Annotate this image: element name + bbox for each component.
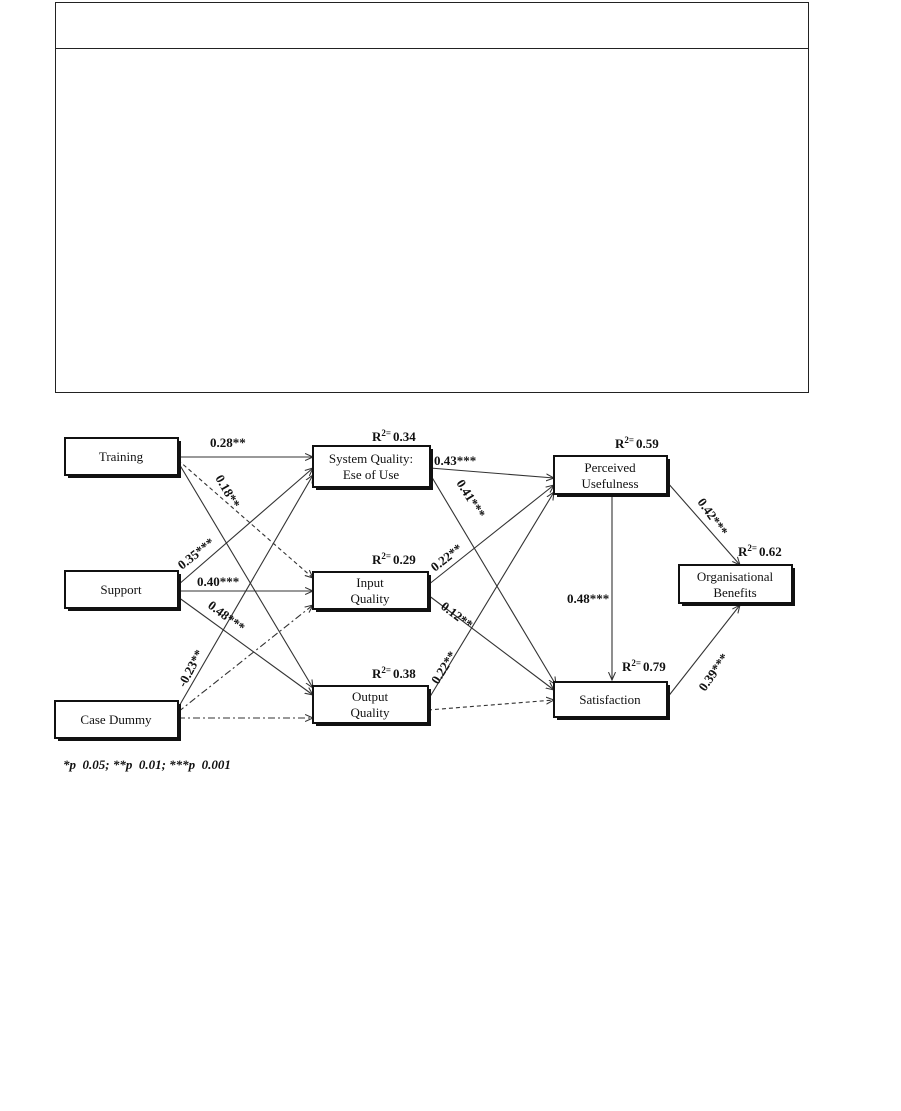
label-sysq-sat: 0.41*** bbox=[453, 477, 488, 521]
edge-output-sat bbox=[427, 700, 554, 711]
node-support: Support bbox=[64, 570, 181, 611]
node-organisational-benefits: Organisational Benefits bbox=[678, 564, 795, 606]
label-support-sysq: 0.35*** bbox=[175, 535, 218, 573]
label-sat-ob: 0.39*** bbox=[695, 651, 732, 694]
edge-input-sat bbox=[427, 594, 554, 690]
edge-sat-ob bbox=[666, 605, 740, 699]
label-support-input: 0.40*** bbox=[197, 574, 239, 589]
label-pu-ob: 0.42*** bbox=[695, 495, 732, 538]
node-output-quality-label-1: Output bbox=[352, 689, 389, 704]
edges bbox=[177, 457, 740, 718]
node-case-dummy: Case Dummy bbox=[54, 700, 181, 741]
node-perceived-usefulness-label-1: Perceived bbox=[584, 460, 636, 475]
node-output-quality-label-2: Quality bbox=[351, 705, 390, 720]
edge-case-sysq bbox=[177, 475, 313, 709]
node-input-quality-label-1: Input bbox=[356, 575, 384, 590]
node-system-quality-label-2: Ese of Use bbox=[343, 467, 400, 482]
node-satisfaction-label: Satisfaction bbox=[579, 692, 641, 707]
node-case-dummy-label: Case Dummy bbox=[80, 712, 152, 727]
node-satisfaction: Satisfaction bbox=[553, 681, 670, 720]
label-input-pu: 0.22** bbox=[428, 541, 465, 575]
edge-sysq-pu bbox=[429, 467, 554, 478]
node-organisational-benefits-label-1: Organisational bbox=[697, 569, 774, 584]
node-organisational-benefits-label-2: Benefits bbox=[713, 585, 756, 600]
node-training: Training bbox=[64, 437, 181, 478]
r2-input-quality: R2=0.29 bbox=[372, 551, 416, 567]
edge-output-pu bbox=[427, 492, 554, 701]
edge-training-output bbox=[177, 461, 313, 688]
r2-labels: R2=0.34 R2=0.29 R2=0.38 R2=0.59 R2=0.79 … bbox=[372, 428, 782, 681]
r2-perceived-usefulness: R2=0.59 bbox=[615, 435, 659, 451]
node-output-quality: Output Quality bbox=[312, 685, 431, 726]
edge-support-sysq bbox=[177, 468, 313, 586]
r2-system-quality: R2=0.34 bbox=[372, 428, 416, 444]
edge-support-output bbox=[177, 596, 313, 695]
label-training-sysq: 0.28** bbox=[210, 435, 246, 450]
r2-satisfaction: R2=0.79 bbox=[622, 658, 666, 674]
label-training-output: 0.18** bbox=[212, 472, 243, 510]
r2-organisational-benefits: R2=0.62 bbox=[738, 543, 782, 559]
node-input-quality-label-2: Quality bbox=[351, 591, 390, 606]
significance-footnote: *p 0.05; **p 0.01; ***p 0.001 bbox=[63, 757, 231, 772]
node-input-quality: Input Quality bbox=[312, 571, 431, 612]
edge-pu-ob bbox=[666, 481, 740, 565]
node-training-label: Training bbox=[99, 449, 144, 464]
table-frame bbox=[55, 2, 809, 393]
table-header-row bbox=[56, 3, 808, 49]
node-perceived-usefulness: Perceived Usefulness bbox=[553, 455, 670, 497]
node-system-quality-label-1: System Quality: bbox=[329, 451, 413, 466]
node-system-quality: System Quality: Ese of Use bbox=[312, 445, 433, 490]
edge-sysq-sat bbox=[429, 473, 556, 685]
label-sysq-pu: 0.43*** bbox=[434, 453, 476, 468]
r2-output-quality: R2=0.38 bbox=[372, 665, 416, 681]
label-output-pu: 0.22** bbox=[428, 648, 460, 686]
label-pu-sat: 0.48*** bbox=[567, 591, 609, 606]
edge-training-input bbox=[177, 459, 313, 578]
edge-case-input bbox=[177, 605, 313, 713]
edge-input-pu bbox=[427, 485, 554, 586]
node-perceived-usefulness-label-2: Usefulness bbox=[581, 476, 638, 491]
label-support-output: 0.48*** bbox=[205, 597, 248, 634]
label-input-sat: 0.12** bbox=[438, 598, 476, 631]
node-support-label: Support bbox=[100, 582, 142, 597]
